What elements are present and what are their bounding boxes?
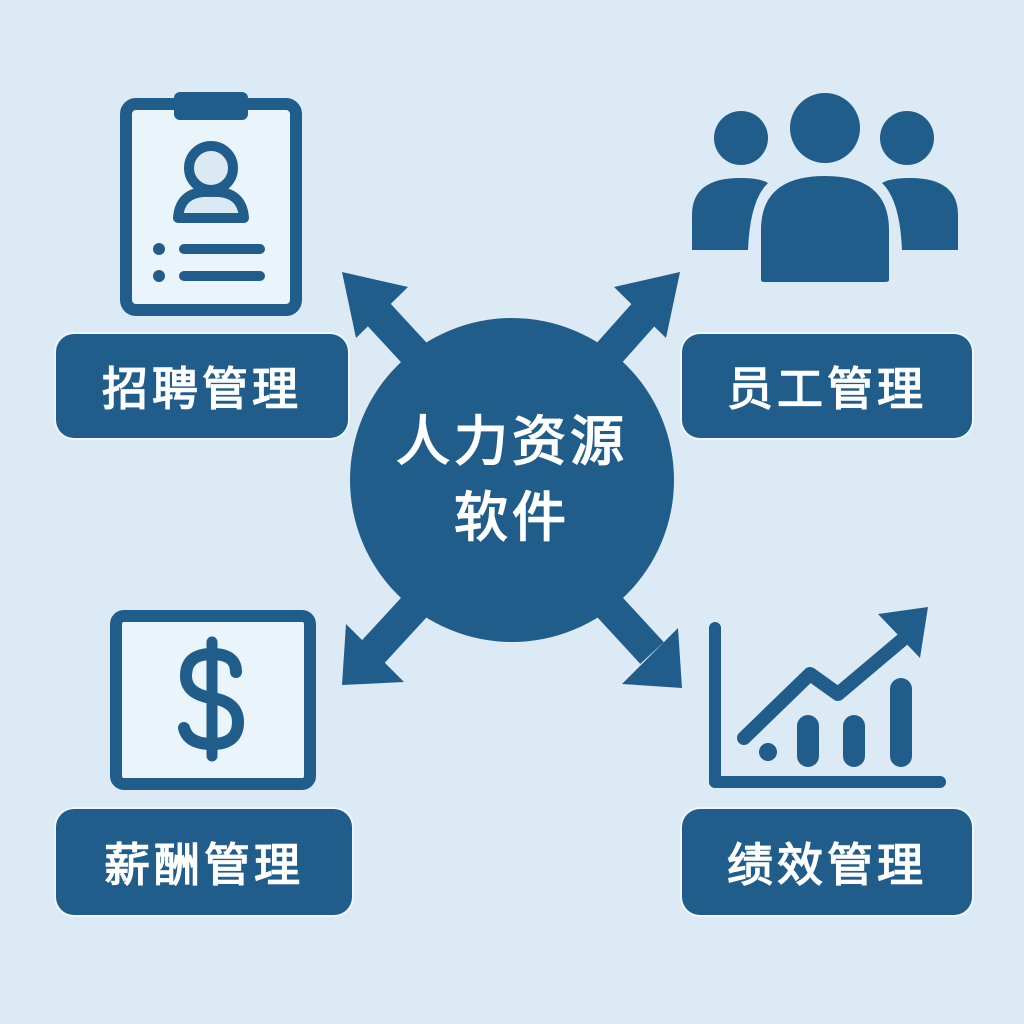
module-label-employee[interactable]: 员工管理: [682, 334, 972, 438]
center-title-line2: 软件: [454, 486, 570, 549]
module-label-text: 招聘管理: [102, 362, 302, 416]
module-label-recruitment[interactable]: 招聘管理: [56, 334, 348, 438]
module-label-text: 员工管理: [727, 362, 927, 416]
clipboard-profile-icon: [120, 92, 302, 316]
center-hub-circle: [350, 318, 674, 642]
module-label-text: 薪酬管理: [104, 838, 304, 892]
center-hub-title: 人力资源 软件: [350, 318, 674, 642]
module-label-payroll[interactable]: 薪酬管理: [56, 809, 352, 915]
dollar-icon: [110, 610, 316, 790]
growth-chart-icon: [709, 607, 946, 788]
people-group-icon: [692, 93, 958, 282]
center-title-line1: 人力资源: [396, 410, 628, 473]
module-label-performance[interactable]: 绩效管理: [682, 809, 972, 915]
module-label-text: 绩效管理: [727, 838, 927, 892]
